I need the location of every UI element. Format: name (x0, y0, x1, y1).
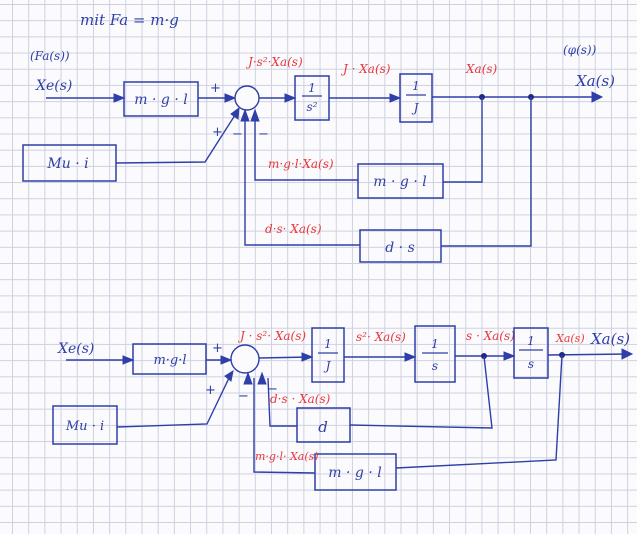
d2-arrow-fb-damp (257, 371, 267, 385)
d2-block-int2-den: s (528, 357, 534, 371)
d2-sign-fb2: − (267, 382, 278, 397)
d2-wire-fb-damp-out (267, 377, 297, 427)
diagram-2: Xe(s) m·g·l + J · s²· Xa(s) 1 J s²· Xa(s… (52, 325, 634, 491)
d2-wire-disturbance (116, 377, 230, 428)
d1-block-inertia-num: 1 (412, 79, 420, 93)
d1-wire-fb-gain-in (443, 97, 483, 183)
d2-input-label: Xe(s) (57, 341, 94, 357)
d2-signal-sum-out: J · s²· Xa(s) (237, 329, 306, 343)
d1-wire-disturbance (115, 111, 238, 164)
d2-block-gain-in-label: m·g·l (153, 353, 186, 368)
d2-block-int1-den: s (432, 359, 438, 373)
d1-wire-fb-damp-in (441, 97, 532, 247)
d2-block-int2 (513, 327, 549, 379)
d1-block-integrator-num: 1 (308, 81, 316, 95)
d2-block-gain-in (132, 343, 207, 375)
d1-arrow-fb-gain (250, 108, 260, 122)
d2-block-int1 (414, 325, 456, 383)
d2-wire-fb-damp-in (349, 355, 493, 429)
d1-output-alt-label: (φ(s)) (563, 43, 597, 57)
d2-sign-in: + (212, 341, 223, 356)
d2-signal-fb-gain: m·g·l· Xa(s) (255, 450, 319, 463)
d1-arrow-fb-damp (240, 108, 250, 122)
d2-arrow-fb-gain (243, 371, 253, 385)
d2-block-disturbance (52, 405, 118, 445)
d2-summing-junction (230, 344, 260, 374)
d1-block-fb-gain (357, 163, 444, 199)
d1-sign-fb1: − (232, 127, 243, 142)
d1-arrow-int (284, 93, 297, 103)
d2-arrow-sum-in (220, 355, 233, 365)
d2-arrow-int2 (503, 351, 516, 361)
d2-arrow-output (621, 348, 634, 360)
d1-block-fb-damping (359, 229, 442, 263)
d2-arrow-int1 (404, 352, 417, 362)
d2-sign-dist: + (205, 383, 216, 398)
d2-block-fb-damping-label: d (318, 418, 328, 436)
d1-arrow-input (113, 93, 126, 103)
d1-block-disturbance-label: Mu · i (46, 156, 88, 172)
d1-arrow-sum-in (224, 93, 237, 103)
d1-input-alt-label: (Fa(s)) (30, 49, 70, 63)
d1-block-inertia (399, 73, 433, 123)
d1-signal-fb-damp: d·s· Xa(s) (265, 222, 322, 236)
d2-arrow-disturbance (224, 369, 234, 382)
header-note: mit Fa = m·g (80, 11, 179, 29)
d1-summing-junction (234, 85, 260, 111)
d2-block-inertia (311, 327, 345, 383)
d1-block-integrator-den: s² (307, 100, 318, 114)
d2-signal-after-int2: Xa(s) (555, 332, 585, 345)
d2-block-fb-gain-label: m · g · l (328, 465, 381, 481)
d1-block-fb-damping-label: d · s (385, 240, 415, 256)
d1-block-gain-in-label: m · g · l (134, 92, 187, 108)
d2-block-fb-damping (296, 407, 351, 443)
d2-block-fb-gain (314, 453, 397, 491)
d1-block-inertia-den: J (411, 101, 420, 115)
d1-sign-dist: + (212, 125, 223, 140)
d1-sign-fb2: − (258, 127, 269, 142)
d1-signal-out: Xa(s) (465, 62, 498, 76)
d2-signal-fb-damp: d·s · Xa(s) (270, 392, 331, 406)
d2-block-int1-num: 1 (431, 337, 439, 351)
d1-wire-fb-damp-out (244, 114, 360, 246)
d2-signal-after-int1: s · Xa(s) (466, 329, 515, 343)
d2-block-inertia-den: J (323, 359, 332, 373)
d1-output-label: Xa(s) (575, 72, 615, 90)
d2-block-inertia-num: 1 (324, 337, 332, 351)
d2-output-label: Xa(s) (590, 330, 630, 348)
d2-arrow-inertia (301, 352, 314, 362)
d1-block-gain-in (123, 81, 199, 117)
d2-sign-fb1: − (238, 389, 249, 404)
d1-input-label: Xe(s) (35, 78, 72, 94)
d2-wire-fb-gain-out (253, 378, 316, 474)
d1-arrow-output (591, 91, 604, 103)
d2-wire-fb-gain-in (395, 354, 563, 469)
d1-signal-sum-out: J·s²·Xa(s) (245, 55, 303, 69)
d1-sign-in: + (210, 81, 221, 96)
d2-signal-after-inertia: s²· Xa(s) (356, 330, 406, 344)
d2-block-int2-num: 1 (527, 334, 535, 348)
d1-signal-mid: J · Xa(s) (340, 62, 391, 76)
d2-arrow-input (122, 355, 135, 365)
d1-block-fb-gain-label: m · g · l (373, 174, 426, 190)
d2-block-disturbance-label: Mu · i (65, 419, 104, 434)
d1-signal-fb-gain: m·g·l·Xa(s) (268, 157, 334, 171)
diagram-1: (Fa(s)) Xe(s) m · g · l + J·s²·Xa(s) 1 s… (22, 43, 615, 263)
d1-arrow-disturbance (230, 106, 240, 120)
d1-arrow-inertia (389, 93, 402, 103)
d1-wire-fb-gain-out (254, 114, 358, 181)
